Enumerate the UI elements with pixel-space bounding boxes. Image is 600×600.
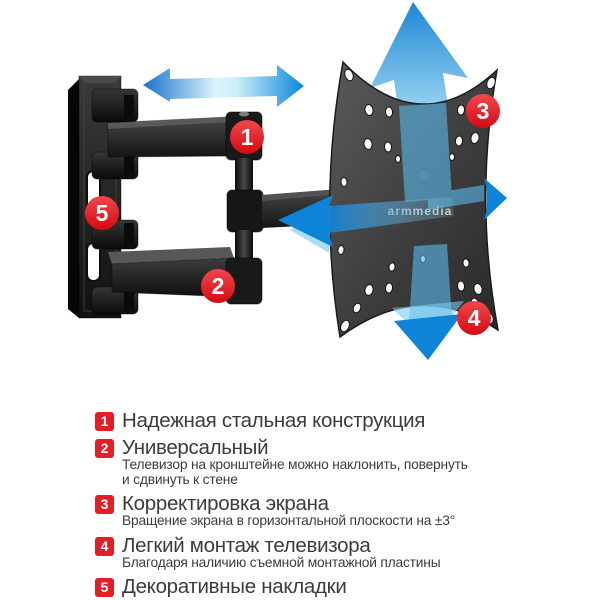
badge-number: 5 [96,200,109,226]
legend-description-line: Благодаря наличию съемной монтажной плас… [122,554,441,570]
legend-description-line: Телевизор на кронштейне можно наклонить,… [122,457,468,472]
legend-title: Универсальный [122,436,269,459]
legend-title: Надежная стальная конструкция [122,409,426,432]
legend-number-badge: 5 [95,578,114,597]
legend-item-2: 2 Универсальный Телевизор на кронштейне … [95,436,565,487]
badge-number: 2 [212,273,225,299]
legend-number-badge: 3 [95,495,114,514]
legend-description-line: Вращение экрана в горизонтальной плоскос… [122,513,456,528]
product-badge-5: 5 [85,196,119,230]
arrow-right-icon [484,178,507,220]
callout-badges: 1 2 3 4 5 [85,94,500,335]
upper-arm [107,116,229,158]
product-illustration: armmedia 1 [68,2,507,360]
legend-item-4: 4 Легкий монтаж телевизора Благодаря нал… [95,533,565,571]
legend-number-badge: 1 [95,412,114,431]
legend-item-1: 1 Надежная стальная конструкция [95,409,565,432]
arrow-up-icon [370,2,468,116]
arrow-horizontal-icon [143,65,304,107]
product-badge-4: 4 [457,301,491,335]
legend-item-5: 5 Декоративные накладки [95,575,565,598]
legend-number-badge: 2 [95,439,114,458]
badge-number: 1 [241,124,254,150]
legend-item-3: 3 Корректировка экрана Вращение экрана в… [95,492,565,529]
legend-title: Корректировка экрана [122,492,329,515]
legend-title: Декоративные накладки [122,575,347,598]
product-badge-3: 3 [466,94,500,128]
features-legend: 1 Надежная стальная конструкция 2 Универ… [95,409,565,600]
arrow-left-icon [278,195,454,253]
legend-number-badge: 4 [95,536,114,556]
arrow-down-icon [392,301,464,360]
badge-number: 3 [477,98,490,124]
legend-description-line: и сдвинуть к стене [122,471,238,487]
product-badge-1: 1 [230,120,264,154]
product-badge-2: 2 [201,269,235,303]
arrow-shaft-overlays [399,103,484,323]
legend-title: Легкий монтаж телевизора [122,533,371,557]
badge-number: 4 [468,305,481,331]
